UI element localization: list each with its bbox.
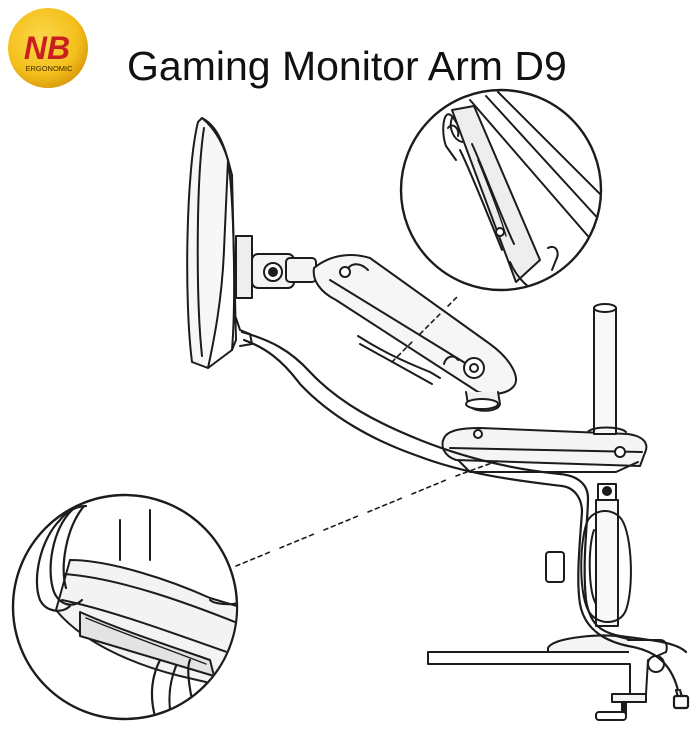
vesa-mount	[235, 235, 317, 347]
upper-arm	[312, 254, 517, 412]
desk-clamp	[427, 634, 668, 721]
page-title: Gaming Monitor Arm D9	[127, 43, 567, 89]
logo-badge	[8, 8, 88, 88]
logo-mark: NB	[24, 30, 70, 66]
zoom-callout-upper-arm	[391, 88, 603, 363]
lower-arm	[441, 427, 648, 473]
routed-cables	[240, 330, 690, 710]
cable-clip-ring	[545, 510, 632, 623]
logo-subtext: ERGONOMIC	[25, 64, 73, 73]
support-pole	[587, 303, 627, 627]
zoom-callout-lower-arm	[11, 459, 501, 721]
monitor	[186, 117, 237, 369]
brand-logo: NB ERGONOMIC	[8, 8, 88, 88]
